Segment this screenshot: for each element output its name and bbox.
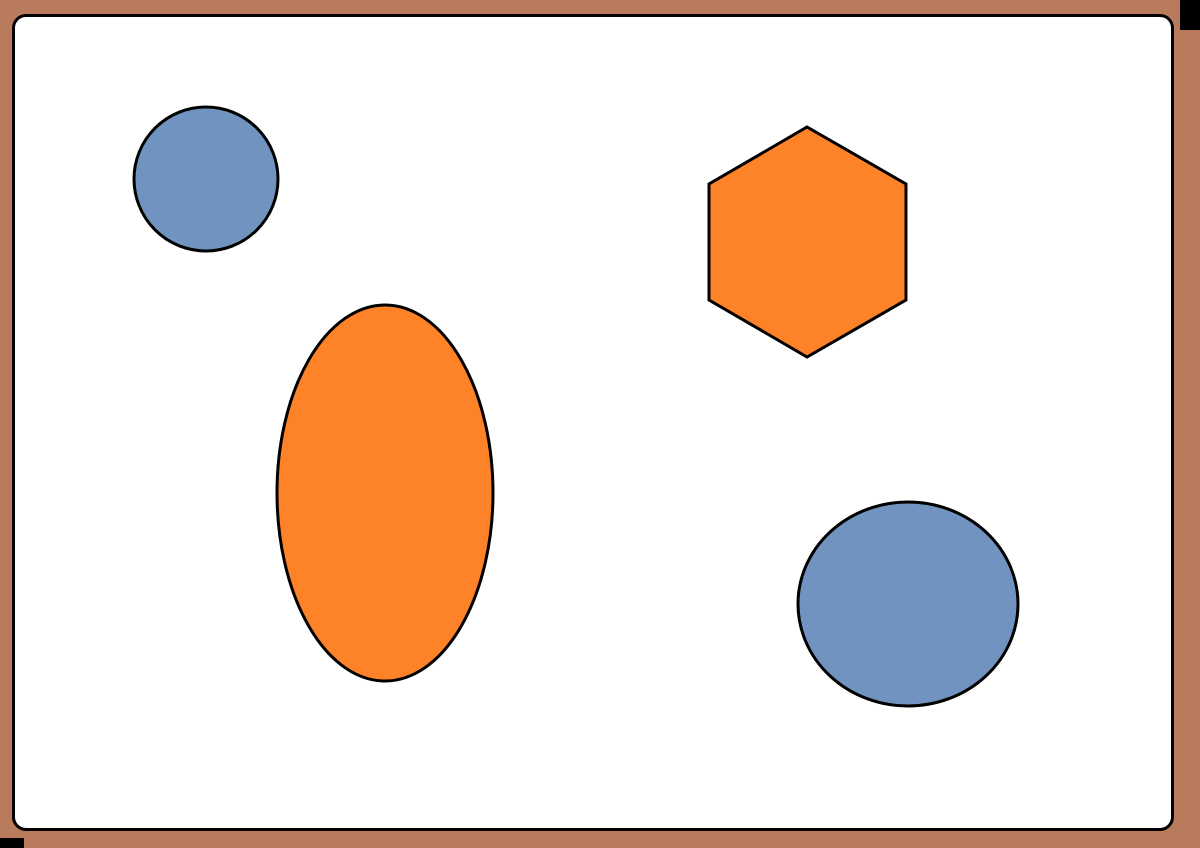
corner-mark-bottom-left xyxy=(0,838,24,848)
orange-ellipse-tall xyxy=(275,303,495,683)
corner-mark-top-right xyxy=(1180,0,1200,30)
blue-circle-small xyxy=(132,105,280,253)
orange-hexagon xyxy=(707,125,908,359)
blue-ellipse-wide xyxy=(796,500,1020,708)
